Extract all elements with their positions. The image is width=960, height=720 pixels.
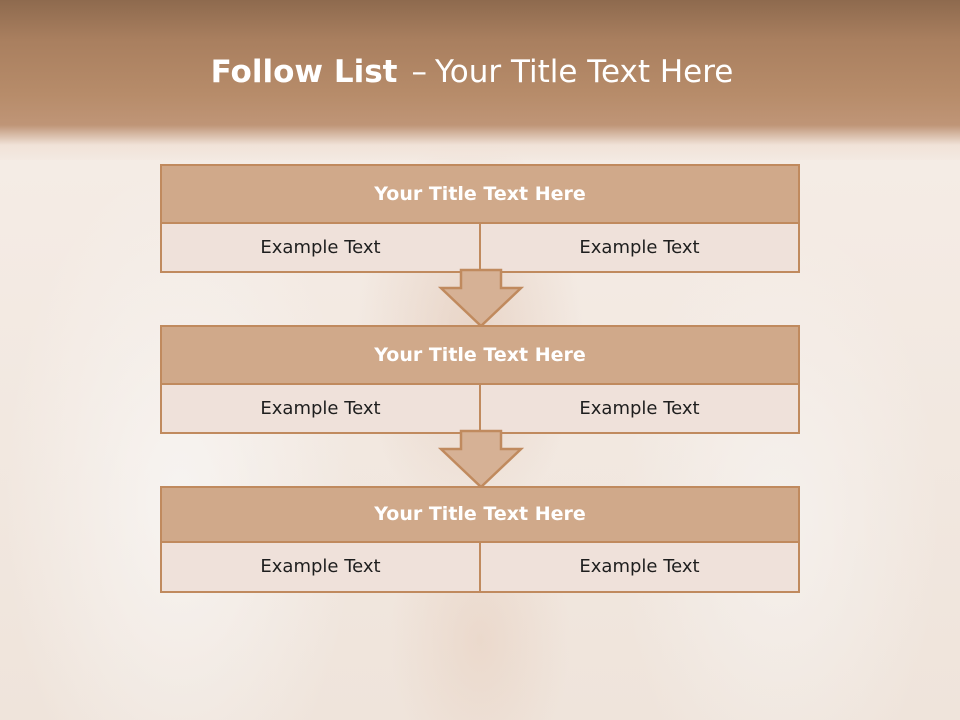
down-arrow-1 (437, 268, 525, 328)
block-row: Example Text Example Text (162, 385, 798, 432)
list-block-3: Your Title Text Here Example Text Exampl… (160, 486, 800, 593)
header-band (0, 0, 960, 160)
block-cell-right: Example Text (479, 543, 798, 591)
block-cell-left: Example Text (162, 385, 479, 432)
block-title: Your Title Text Here (162, 327, 798, 385)
list-block-2: Your Title Text Here Example Text Exampl… (160, 325, 800, 434)
down-arrow-2 (437, 429, 525, 489)
block-cell-left: Example Text (162, 224, 479, 271)
block-cell-left: Example Text (162, 543, 479, 591)
title-rest-part: Your Title Text Here (434, 54, 734, 90)
title-bold-part: Follow List (210, 54, 398, 90)
block-cell-right: Example Text (479, 385, 798, 432)
block-row: Example Text Example Text (162, 543, 798, 591)
list-block-1: Your Title Text Here Example Text Exampl… (160, 164, 800, 273)
block-title: Your Title Text Here (162, 166, 798, 224)
slide-title: Follow List–Your Title Text Here (0, 54, 944, 90)
block-row: Example Text Example Text (162, 224, 798, 271)
block-cell-right: Example Text (479, 224, 798, 271)
title-dash: – (411, 54, 427, 90)
block-title: Your Title Text Here (162, 488, 798, 543)
